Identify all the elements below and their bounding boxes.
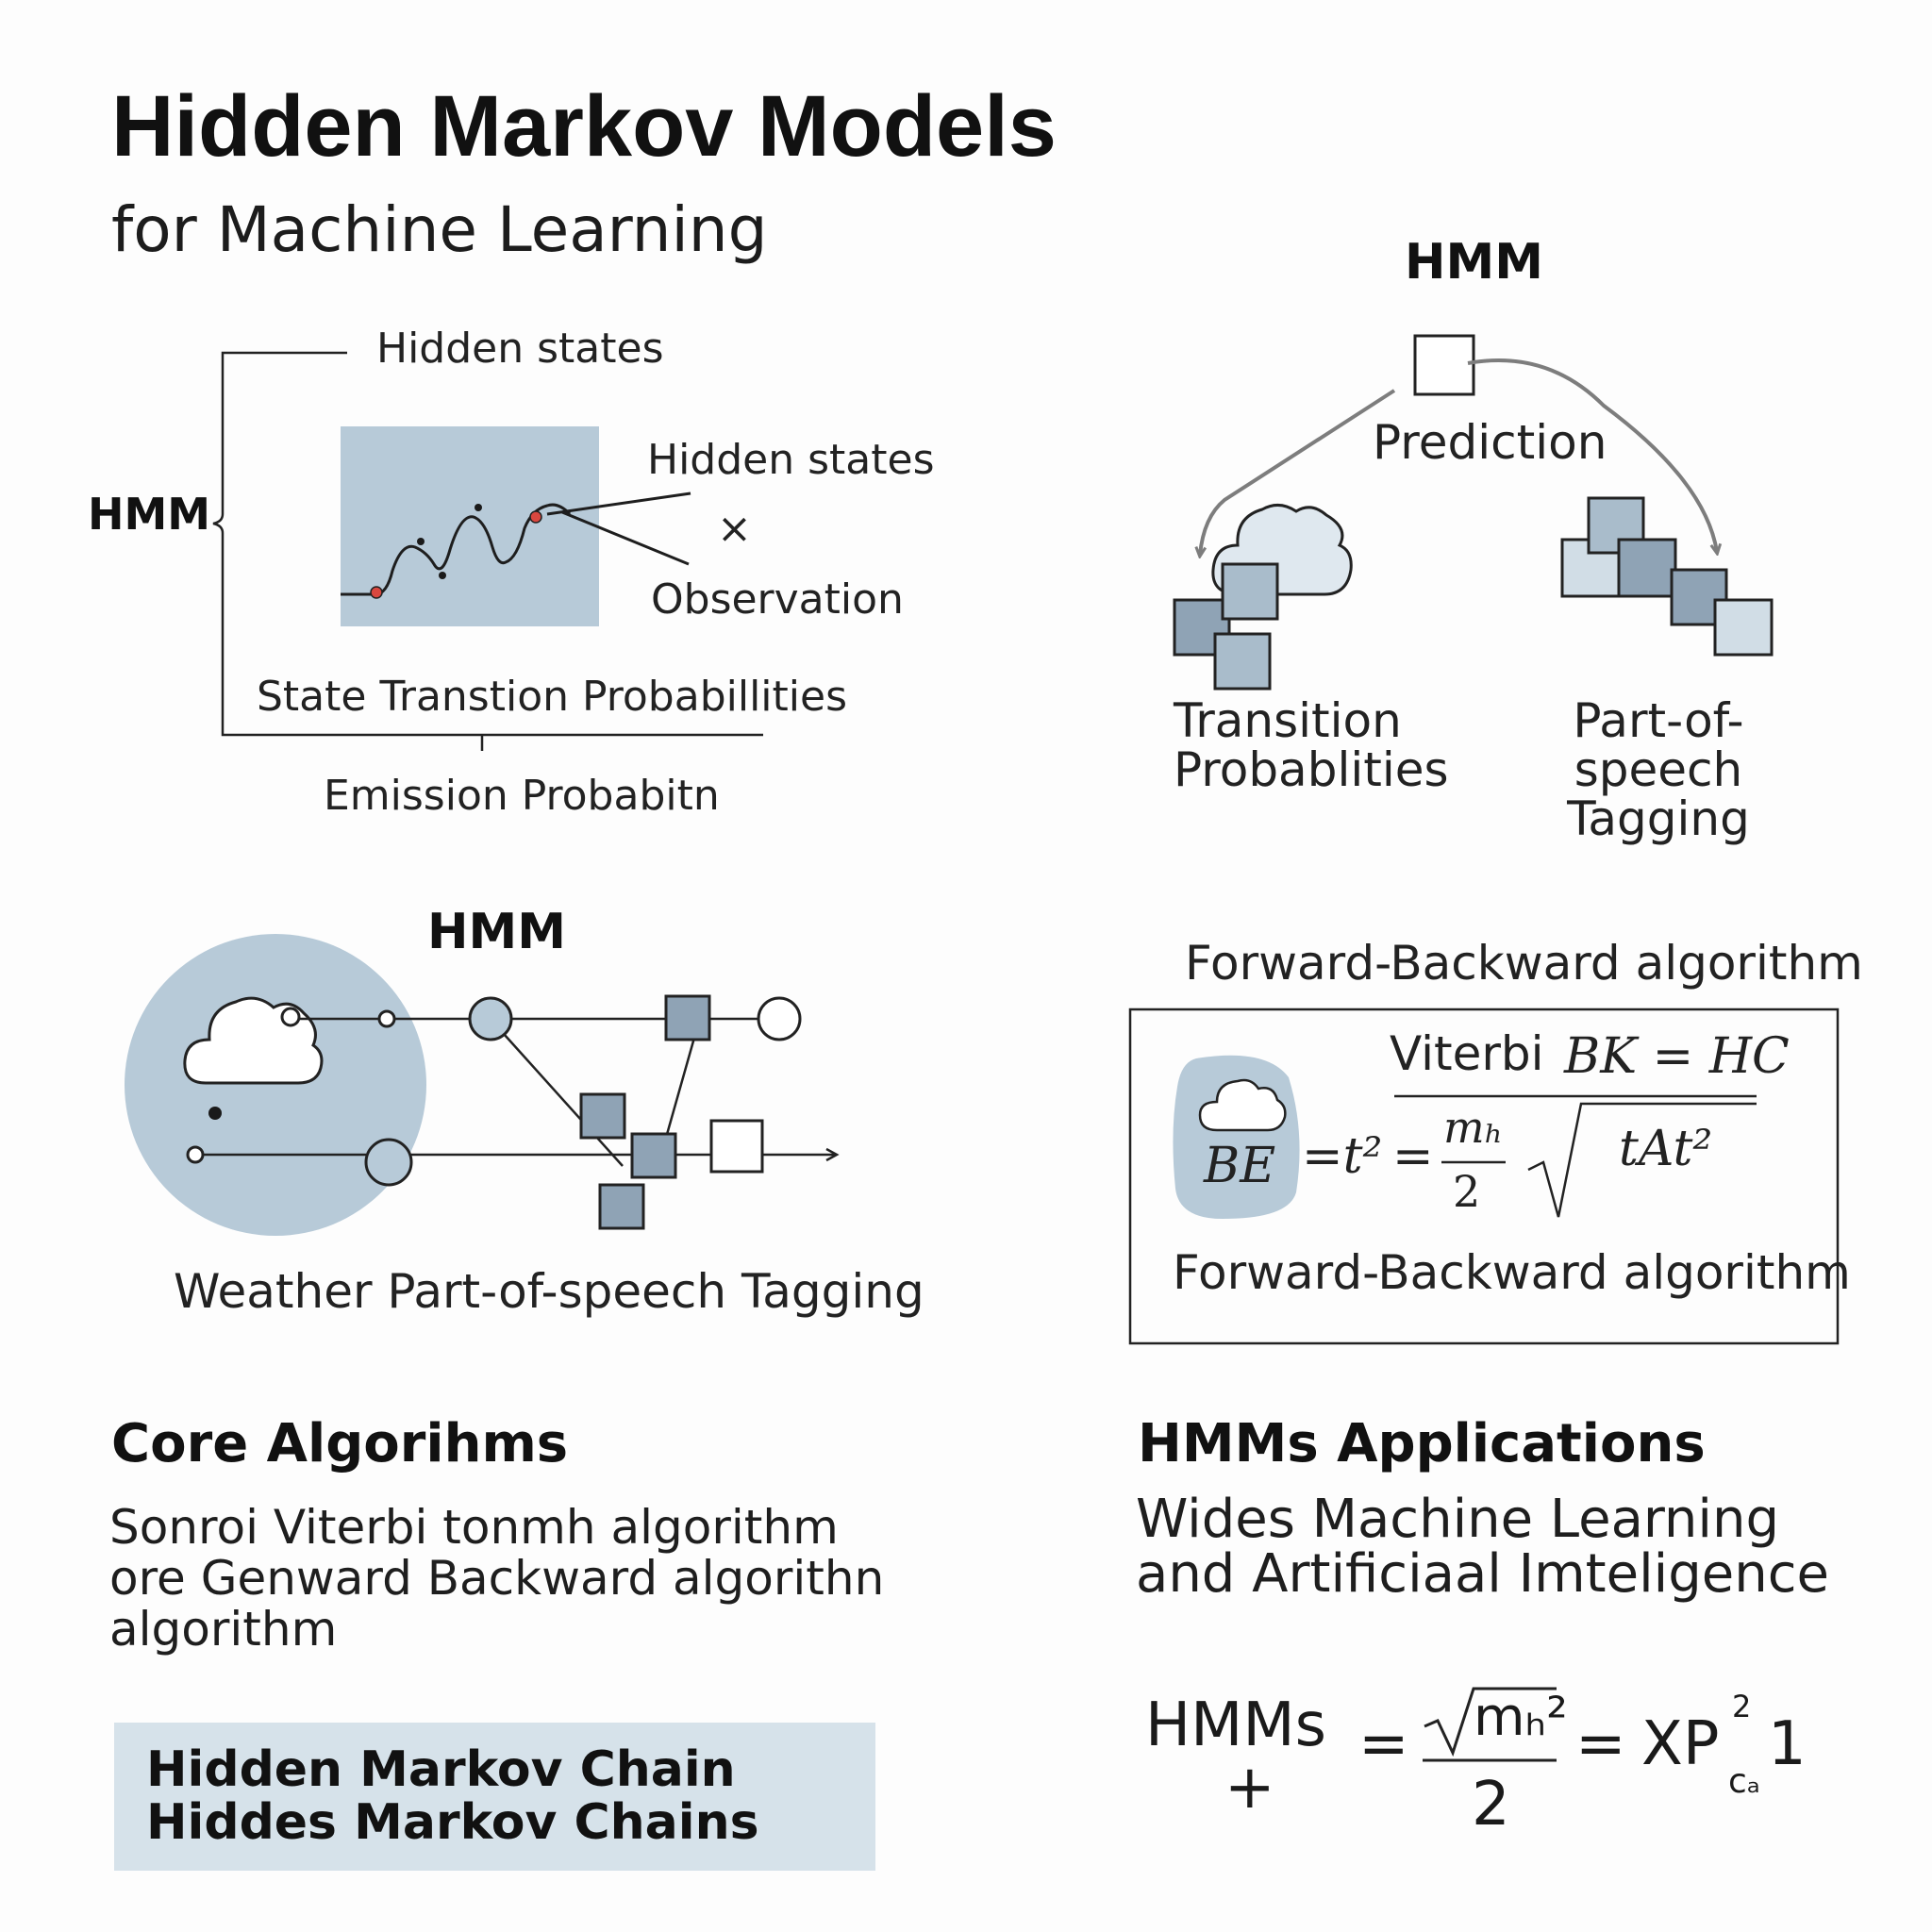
hidden-states-right-label: Hidden states (647, 436, 935, 484)
page-title: Hidden Markov Models (111, 78, 1057, 175)
hmm-top-right-title: HMM (1405, 234, 1544, 291)
badge-cloud-icon (1198, 1078, 1287, 1132)
bottom-sqrt-sign (1424, 1687, 1557, 1757)
formula-lhs-plus: + (1224, 1753, 1275, 1823)
formula-eq1: = (1358, 1709, 1409, 1779)
sqrt-content: tAt² (1619, 1121, 1713, 1177)
red-dot-left (370, 586, 383, 599)
formula-rhs-tail: 1 (1768, 1709, 1807, 1779)
core-algorithms-heading: Core Algorihms (111, 1413, 569, 1474)
prediction-label: Prediction (1373, 415, 1607, 470)
black-dot-3 (475, 504, 482, 511)
hidden-states-top-label: Hidden states (376, 325, 664, 373)
applications-body: Wides Machine Learning and Artificiaal I… (1136, 1489, 1829, 1605)
observation-wave (341, 491, 691, 596)
formula-denominator: 2 (1472, 1770, 1510, 1840)
forward-backward-top-label: Forward-Backward algorithm (1185, 936, 1863, 991)
arrow-to-squares (1467, 358, 1717, 552)
viterbi-label: Viterbi (1390, 1026, 1544, 1081)
markov-chain-box: Hidden Markov Chain Hiddes Markov Chains (114, 1723, 875, 1871)
eq-t-squared: =t² (1302, 1128, 1383, 1185)
observation-label: Observation (651, 575, 904, 624)
hmm-mid-left-title: HMM (427, 904, 567, 960)
page-subtitle: for Machine Learning (111, 193, 768, 266)
formula-rhs-sub: cₐ (1728, 1762, 1760, 1801)
transition-probabilities-label: State Transtion Probabillities (257, 673, 847, 721)
core-algorithms-body: Sonroi Viterbi tonmh algorithm ore Genwa… (109, 1500, 885, 1657)
weather-pos-caption: Weather Part-of-speech Tagging (174, 1264, 924, 1319)
emission-probabilities-label: Emission Probabitn (324, 772, 720, 820)
transition-squares (1173, 562, 1279, 691)
weather-dot (208, 1107, 222, 1120)
markov-chain-text: Hidden Markov Chain Hiddes Markov Chains (146, 1741, 759, 1851)
eq-equals: = (1392, 1128, 1434, 1185)
sqrt-sign (1527, 1102, 1757, 1218)
tagging-squares (1560, 496, 1774, 657)
hmm-bracket (212, 351, 763, 751)
times-symbol: × (717, 505, 752, 553)
red-dot-right (529, 510, 542, 524)
forward-backward-bottom-label: Forward-Backward algorithm (1173, 1245, 1851, 1300)
black-dot-2 (439, 572, 446, 579)
applications-heading: HMMs Applications (1138, 1413, 1706, 1474)
frac-numerator: mₕ (1443, 1102, 1504, 1153)
weather-circle (125, 934, 426, 1236)
prediction-square (1413, 334, 1475, 396)
transition-probabilities-caption: Transition Probablities (1174, 693, 1449, 797)
formula-rhs-sup: 2 (1732, 1689, 1752, 1724)
observation-plot (341, 426, 599, 626)
state-nodes (186, 994, 802, 1230)
badge-label: BE (1204, 1138, 1276, 1194)
formula-eq2: = (1575, 1709, 1626, 1779)
formula-numerator: mₕ² (1474, 1687, 1568, 1748)
arrow-to-cloud (1200, 389, 1396, 555)
viterbi-equation: BK = HC (1564, 1028, 1790, 1085)
formula-lhs: HMMs (1145, 1690, 1326, 1760)
frac-denominator: 2 (1453, 1166, 1481, 1217)
hmm-bracket-label: HMM (88, 489, 211, 540)
formula-rhs: XP (1641, 1709, 1720, 1779)
black-dot-1 (417, 538, 425, 545)
algorithm-frame (1128, 1008, 1840, 1345)
pos-tagging-caption: Part-of-speech Tagging (1567, 693, 1750, 846)
